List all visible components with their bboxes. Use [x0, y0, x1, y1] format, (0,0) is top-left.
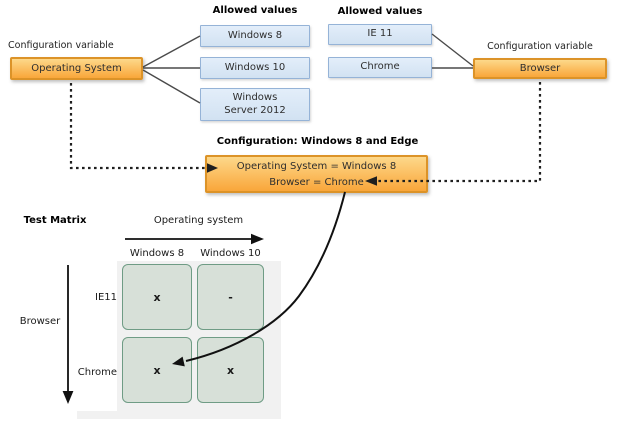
matrix-cell-chrome-windows10: x	[197, 337, 264, 403]
matrix-column-header-windows10: Windows 10	[200, 248, 261, 259]
matrix-row-header-ie11: IE11	[95, 292, 117, 303]
matrix-cell-value: x	[153, 290, 161, 304]
browser-allowed-values-heading: Allowed values	[337, 6, 423, 17]
matrix-background-panel-bottom-strip	[77, 411, 137, 419]
os-value-windows10-label: Windows 10	[224, 61, 286, 73]
matrix-cell-ie11-windows10: -	[197, 264, 264, 330]
os-value-windows8-label: Windows 8	[227, 29, 283, 41]
os-value-windows10: Windows 10	[200, 57, 310, 79]
connector-os-to-windows8	[142, 35, 201, 68]
matrix-cell-value: -	[228, 290, 233, 304]
test-matrix-heading: Test Matrix	[23, 215, 87, 226]
os-value-windows-server-2012-label: Windows Server 2012	[224, 92, 286, 116]
y-axis-arrowhead	[62, 391, 74, 404]
os-variable-label: Operating System	[31, 63, 122, 74]
matrix-column-header-windows8: Windows 8	[129, 248, 185, 259]
configuration-line-os: Operating System = Windows 8	[236, 160, 397, 172]
os-allowed-values-heading: Allowed values	[212, 5, 298, 16]
os-variable-caption: Configuration variable	[8, 40, 114, 51]
browser-variable-caption: Configuration variable	[487, 41, 593, 52]
browser-value-ie11-label: IE 11	[367, 28, 393, 40]
connector-ie11-to-browser	[431, 33, 474, 67]
browser-value-ie11: IE 11	[328, 24, 432, 45]
matrix-x-axis-label: Operating system	[153, 215, 244, 226]
configuration-box: Operating System = Windows 8 Browser = C…	[205, 155, 428, 193]
configuration-line-browser: Browser = Chrome	[269, 176, 364, 188]
os-variable-box: Operating System	[10, 57, 143, 80]
matrix-cell-value: x	[153, 363, 161, 377]
matrix-y-axis-label: Browser	[19, 316, 61, 327]
browser-value-chrome-label: Chrome	[360, 61, 400, 73]
browser-variable-label: Browser	[519, 63, 561, 74]
connector-os-to-windows-server	[142, 69, 201, 104]
browser-value-chrome: Chrome	[328, 57, 432, 78]
browser-variable-box: Browser	[473, 58, 607, 79]
x-axis-arrowhead	[251, 233, 264, 245]
matrix-cell-ie11-windows8: x	[122, 264, 192, 330]
dotted-connector-os-to-configuration	[69, 83, 206, 170]
os-value-windows8: Windows 8	[200, 25, 310, 47]
os-value-windows-server-2012: Windows Server 2012	[200, 88, 310, 121]
configuration-heading: Configuration: Windows 8 and Edge	[216, 136, 419, 147]
matrix-row-header-chrome: Chrome	[77, 367, 117, 378]
matrix-cell-value: x	[226, 363, 235, 377]
matrix-cell-chrome-windows8: x	[122, 337, 192, 403]
